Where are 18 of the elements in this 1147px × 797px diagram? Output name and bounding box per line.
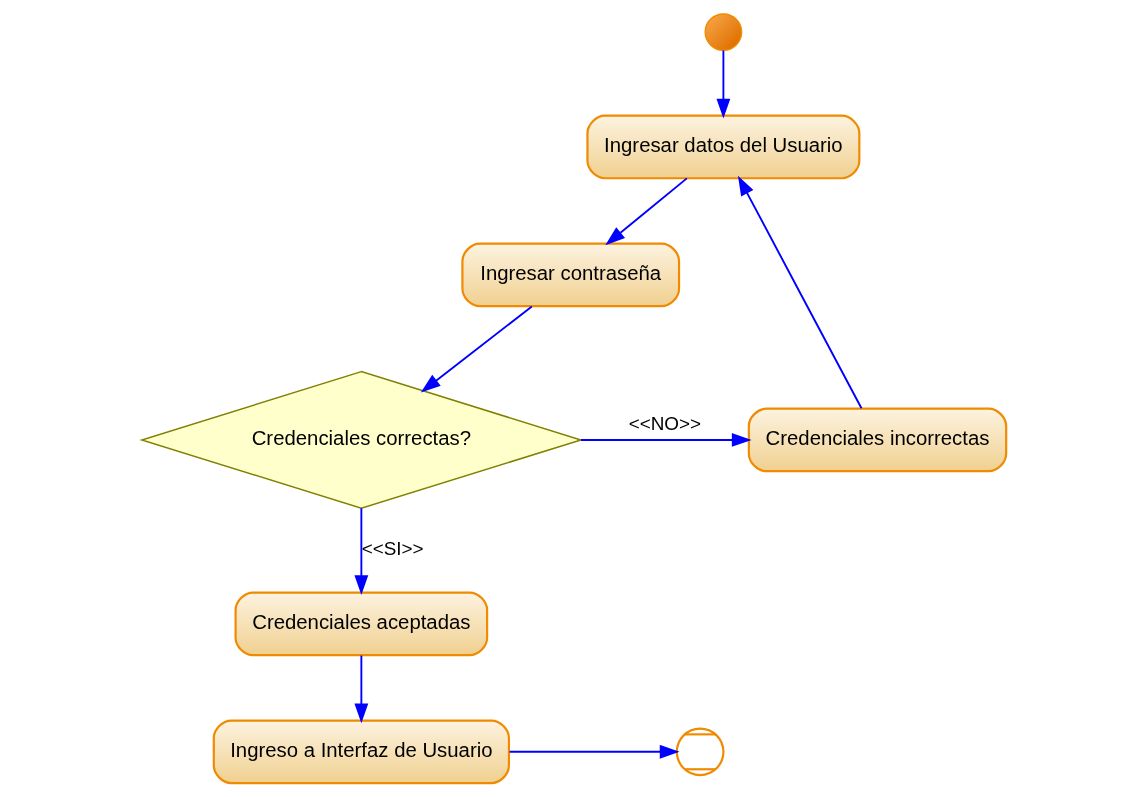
node-circle <box>704 13 742 51</box>
arrow <box>353 654 368 724</box>
edge-label: <<SI>> <box>361 538 424 560</box>
edge-label: <<NO>> <box>628 413 701 435</box>
arrow <box>579 433 752 447</box>
node-circle <box>675 727 724 777</box>
node-diamond: Credenciales correctas? <box>138 370 583 510</box>
arrow <box>353 507 368 596</box>
arrow <box>737 175 862 410</box>
node-box: Credenciales aceptadas <box>234 591 488 657</box>
node-box: Ingresar datos del Usuario <box>585 114 860 180</box>
node-box: Ingreso a Interfaz de Usuario <box>212 719 510 785</box>
node-box: Credenciales incorrectas <box>747 407 1007 473</box>
arrow <box>420 305 533 393</box>
node-box: Ingresar contraseña <box>460 242 680 308</box>
arrow <box>715 49 730 119</box>
arrow <box>508 744 680 759</box>
arrow <box>604 177 688 246</box>
